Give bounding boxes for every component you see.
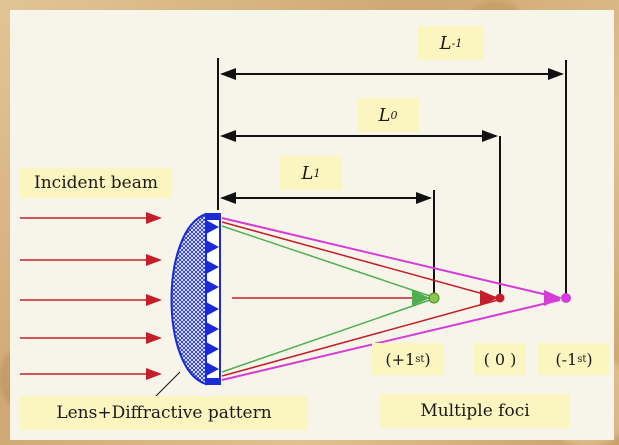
minus1-arrowhead [544,290,562,306]
diffractive-lens [170,212,221,386]
zero-order-rays [221,221,499,377]
focus-plus1-point [428,292,440,304]
multiple-foci-label: Multiple foci [380,394,570,428]
focus-minus1-point [561,293,571,303]
lens-label: Lens+Diffractive pattern [20,396,308,430]
incident-rays [20,212,162,380]
focus-zero-point [495,293,505,303]
dimension-line-plus1 [220,192,432,204]
incident-ray [20,294,162,306]
order-label-zero: ( 0 ) [474,343,526,375]
dimension-line-zero [220,130,498,142]
length-label-minus1: L-1 [418,26,484,60]
incident-ray [20,212,162,224]
incident-ray [20,368,162,380]
zero-arrowhead [480,290,498,306]
plus1-order-rays [221,225,431,373]
incident-ray [20,332,162,344]
dimension-line-minus1 [220,68,564,80]
diffractive-teeth [206,220,219,376]
minus1-order-rays [221,217,561,381]
incident-beam-label: Incident beam [20,168,172,198]
incident-ray [20,254,162,266]
plus1-arrowhead [412,290,430,306]
